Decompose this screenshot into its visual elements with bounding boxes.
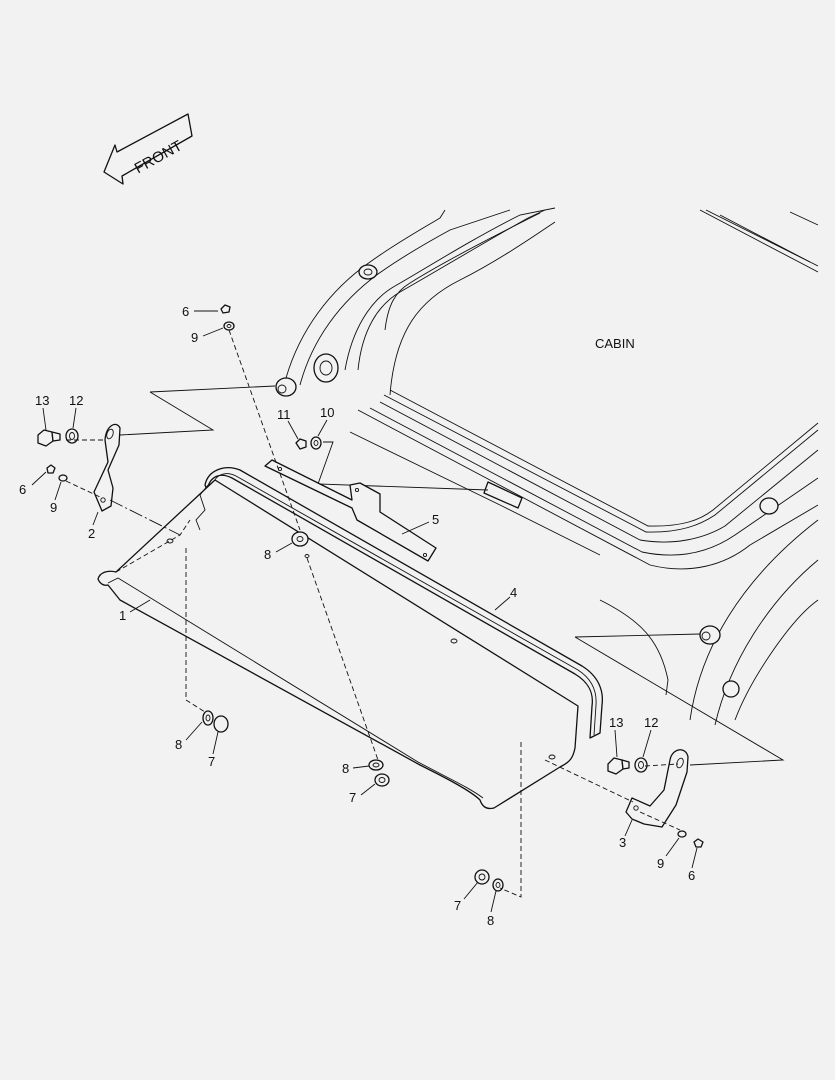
callout-6: 6: [19, 482, 26, 497]
callout-12-right: 12: [644, 715, 658, 730]
callout-7-mid: 7: [349, 790, 356, 805]
left-bracket: [93, 423, 121, 512]
callout-13: 13: [35, 393, 49, 408]
cover-panel: [97, 479, 579, 810]
callout-6-top: 6: [182, 304, 189, 319]
callout-10: 10: [320, 405, 334, 420]
reference-lines: [119, 385, 785, 766]
assembly-lines: [65, 329, 681, 898]
cabin-label: CABIN: [595, 336, 635, 351]
callout-1: 1: [119, 608, 126, 623]
callout-labels: 13 12 6 9 2 1 6 9 11 10 5 8 4 8 7 8 7 13…: [19, 304, 695, 928]
callout-8-mid: 8: [342, 761, 349, 776]
callout-4: 4: [510, 585, 517, 600]
callout-13-right: 13: [609, 715, 623, 730]
callout-6-right: 6: [688, 868, 695, 883]
upper-bracket: [264, 459, 437, 562]
callout-11: 11: [277, 407, 291, 422]
callout-5: 5: [432, 512, 439, 527]
callout-8-bottom: 8: [487, 913, 494, 928]
callout-7-left: 7: [208, 754, 215, 769]
callout-9: 9: [50, 500, 57, 515]
callout-8-seal: 8: [264, 547, 271, 562]
front-arrow: FRONT: [103, 113, 193, 185]
fasteners: [37, 304, 704, 892]
callout-12: 12: [69, 393, 83, 408]
callout-7-bottom: 7: [454, 898, 461, 913]
callout-9-top: 9: [191, 330, 198, 345]
callout-leaders: [31, 310, 698, 913]
cabin-outline: [275, 207, 819, 726]
callout-3: 3: [619, 835, 626, 850]
callout-2: 2: [88, 526, 95, 541]
right-bracket: [625, 749, 689, 828]
callout-8-left: 8: [175, 737, 182, 752]
callout-9-right: 9: [657, 856, 664, 871]
seal-strip: [204, 467, 604, 739]
